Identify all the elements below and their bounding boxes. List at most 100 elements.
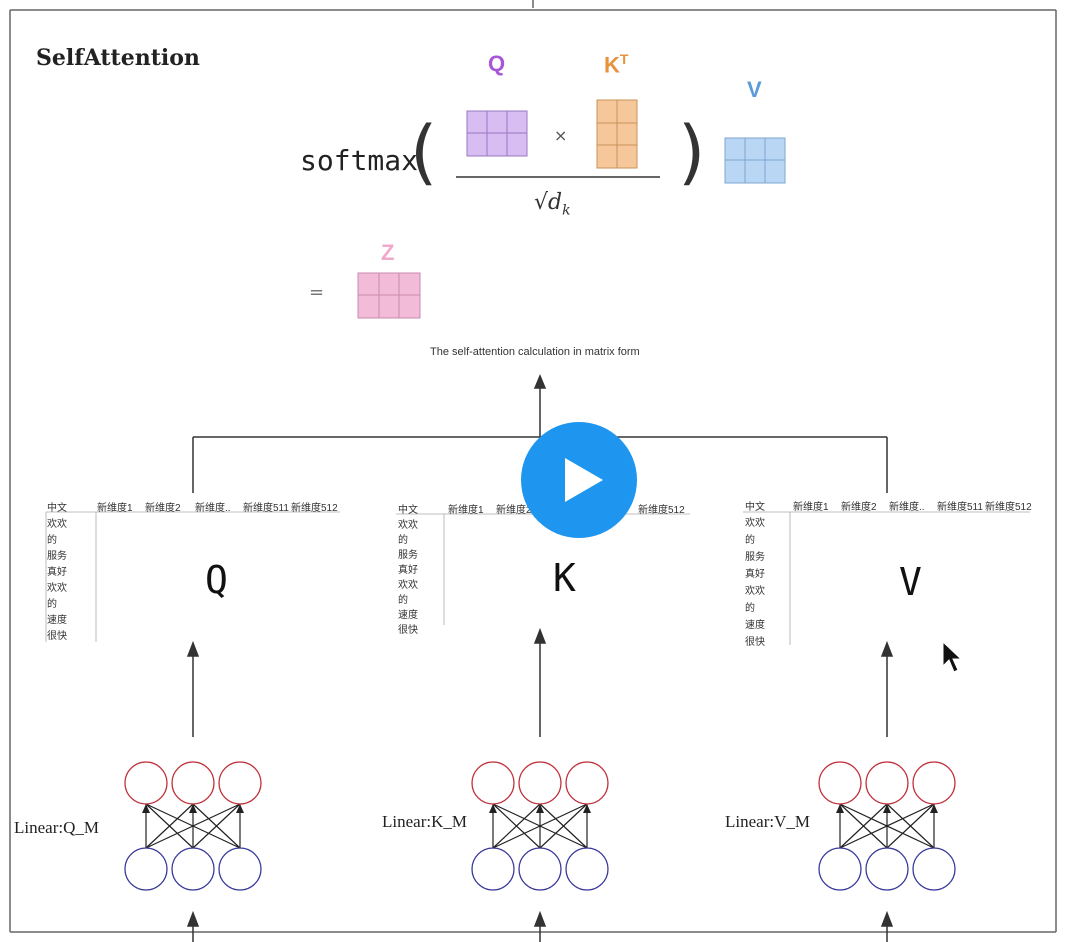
k-label: KT: [604, 51, 628, 78]
play-icon: [565, 458, 603, 502]
v-table-row: 欢欢: [745, 518, 765, 529]
v-table-row: 欢欢: [745, 586, 765, 597]
output-node: [218, 761, 262, 805]
network-edge: [145, 803, 241, 849]
v-matrix-letter: V: [899, 560, 922, 604]
k-table-header: 新维度1: [448, 505, 484, 516]
branch-arrows: [186, 627, 894, 942]
z-matrix: [357, 272, 421, 319]
k-table-row: 的: [398, 535, 408, 546]
table-lines: [45, 511, 1030, 645]
linear-network-k: [471, 761, 609, 891]
k-embedding-table: 中文 新维度1 新维度2 新维度512 欢欢 的 服务 真好 欢欢 的 速度 很…: [398, 501, 698, 636]
input-node: [565, 847, 609, 891]
input-node: [818, 847, 862, 891]
output-node: [124, 761, 168, 805]
q-matrix: [466, 110, 528, 157]
open-paren: (: [410, 111, 438, 193]
equals-sign: =: [309, 282, 325, 303]
input-node: [124, 847, 168, 891]
k-label-letter: K: [604, 52, 620, 78]
k-table-row: 的: [398, 595, 408, 606]
linear-v-label: Linear:V_M: [725, 812, 810, 831]
network-arrowhead: [142, 804, 150, 813]
q-table-row: 真好: [47, 567, 67, 578]
linear-k-label: Linear:K_M: [382, 812, 467, 831]
q-embedding-table: 中文 新维度1 新维度2 新维度.. 新维度511 新维度512 欢欢 的 服务…: [47, 499, 347, 644]
k-table-header: 新维度2: [496, 505, 532, 516]
v-table-row: 的: [745, 603, 755, 614]
v-matrix: [724, 137, 786, 184]
v-table-header: 新维度2: [841, 502, 877, 513]
network-edge: [839, 803, 935, 849]
network-arrowhead: [930, 804, 938, 813]
network-arrowhead: [583, 804, 591, 813]
v-table-header: 新维度..: [889, 502, 925, 513]
close-paren: ): [678, 111, 706, 193]
v-table-header: 中文: [745, 502, 765, 513]
k-table-header: 新维度512: [638, 505, 685, 516]
linear-q-label: Linear:Q_M: [14, 818, 99, 837]
network-edge: [839, 803, 888, 849]
network-edge: [492, 803, 588, 849]
k-table-row: 欢欢: [398, 520, 418, 531]
v-table-row: 很快: [745, 637, 765, 648]
network-edge: [886, 803, 935, 849]
input-node: [518, 847, 562, 891]
k-table-row: 速度: [398, 610, 418, 621]
linear-network-q: [124, 761, 262, 891]
output-node: [171, 761, 215, 805]
k-table-row: 真好: [398, 565, 418, 576]
network-arrowhead: [489, 804, 497, 813]
output-node: [565, 761, 609, 805]
q-table-header: 新维度1: [97, 503, 133, 514]
output-node: [912, 761, 956, 805]
v-embedding-table: 中文 新维度1 新维度2 新维度.. 新维度511 新维度512 欢欢 的 服务…: [745, 498, 1045, 648]
neural-networks: [124, 761, 956, 891]
network-edge: [492, 803, 541, 849]
diagram-caption: The self-attention calculation in matrix…: [430, 346, 640, 358]
input-node: [171, 847, 215, 891]
k-table-header: 中文: [398, 505, 418, 516]
q-table-row: 很快: [47, 631, 67, 642]
z-label: Z: [381, 240, 395, 265]
q-table-header: 新维度512: [291, 503, 338, 514]
v-table-header: 新维度512: [985, 502, 1032, 513]
q-matrix-letter: Q: [205, 558, 228, 602]
q-table-row: 的: [47, 599, 57, 610]
q-table-row: 欢欢: [47, 519, 67, 530]
times-sign: ×: [554, 126, 568, 145]
k-transpose-matrix: [596, 99, 638, 169]
v-table-row: 服务: [745, 552, 765, 563]
k-table-row: 欢欢: [398, 580, 418, 591]
softmax-label: softmax: [300, 144, 419, 177]
network-arrowhead: [536, 804, 544, 813]
network-edge: [145, 803, 194, 849]
input-node: [218, 847, 262, 891]
mouse-pointer-icon: [942, 640, 963, 673]
k-matrix-letter: K: [553, 556, 576, 600]
q-label: Q: [488, 51, 506, 76]
output-node: [471, 761, 515, 805]
q-table-header: 新维度511: [243, 503, 289, 514]
q-table-header: 新维度2: [145, 503, 181, 514]
output-node: [518, 761, 562, 805]
network-arrowhead: [883, 804, 891, 813]
k-superscript: T: [619, 51, 629, 67]
sqrt-dk: √dk: [534, 190, 571, 218]
network-edge: [539, 803, 588, 849]
input-node: [471, 847, 515, 891]
input-node: [912, 847, 956, 891]
linear-network-v: [818, 761, 956, 891]
network-arrowhead: [236, 804, 244, 813]
q-table-row: 服务: [47, 551, 67, 562]
output-node: [818, 761, 862, 805]
play-button[interactable]: [521, 422, 637, 538]
v-table-header: 新维度511: [937, 502, 983, 513]
q-table-row: 的: [47, 535, 57, 546]
diagram-title: SelfAttention: [36, 45, 200, 71]
v-table-header: 新维度1: [793, 502, 829, 513]
network-arrowhead: [836, 804, 844, 813]
network-arrowhead: [189, 804, 197, 813]
